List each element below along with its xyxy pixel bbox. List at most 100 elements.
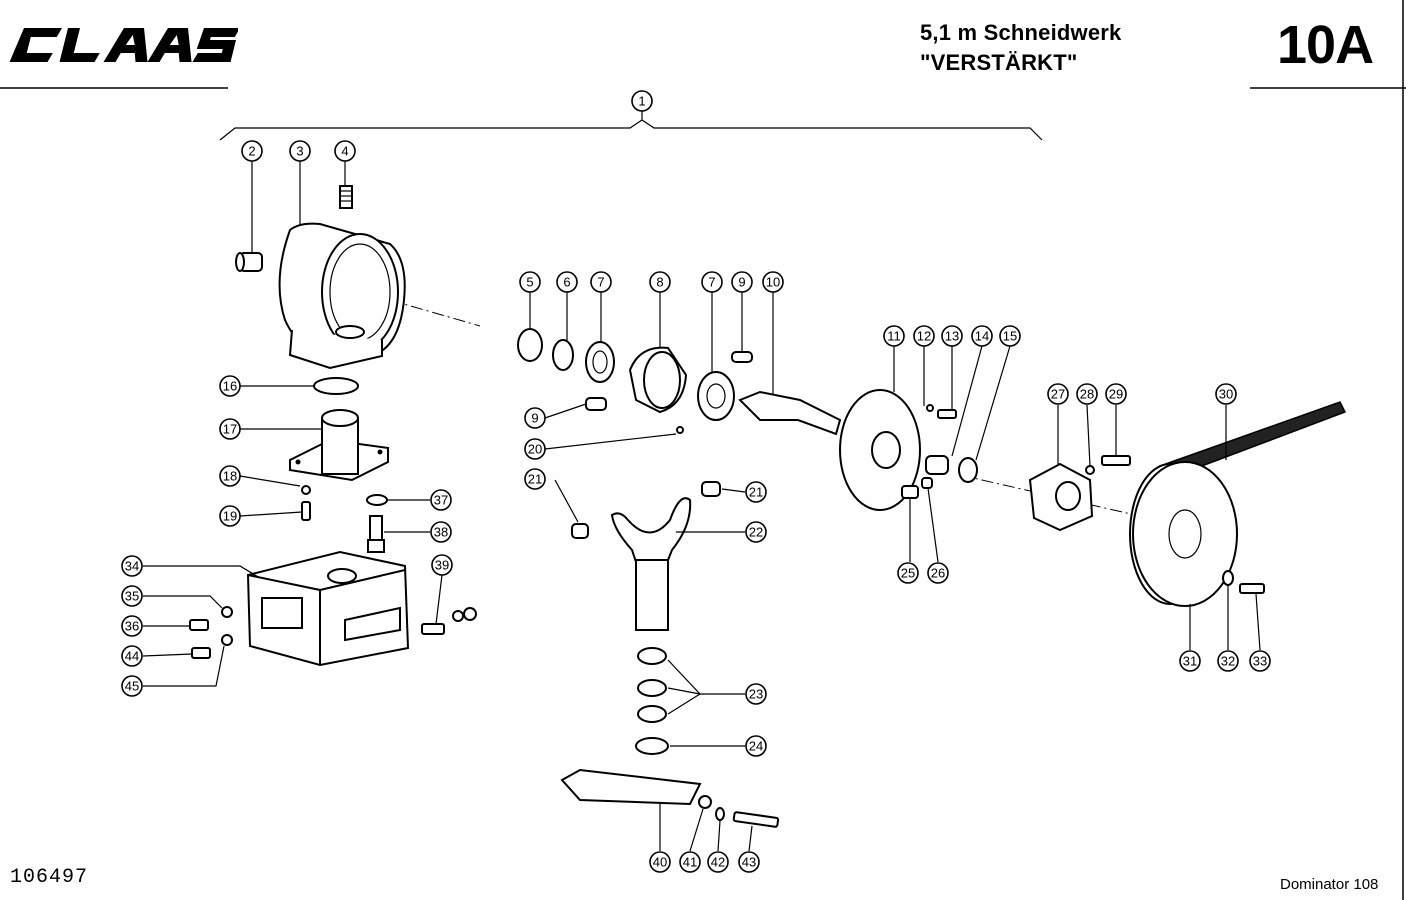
part-bushing-21a [571, 523, 589, 539]
svg-text:8: 8 [656, 275, 663, 290]
svg-text:21: 21 [528, 472, 542, 487]
part-bolt-small [301, 501, 311, 521]
callout-41: 41 [679, 851, 701, 873]
title-line-2: "VERSTÄRKT" [920, 50, 1078, 75]
svg-text:32: 32 [1221, 654, 1235, 669]
claas-logo [9, 28, 238, 62]
part-mounting-bracket [246, 550, 410, 667]
svg-text:9: 9 [738, 275, 745, 290]
callout-2: 2 [241, 140, 263, 162]
svg-text:39: 39 [435, 558, 449, 573]
svg-text:35: 35 [125, 589, 139, 604]
callout-36: 36 [121, 615, 143, 637]
callout-25: 25 [897, 562, 919, 584]
part-yoke-22 [610, 497, 692, 631]
svg-text:33: 33 [1253, 654, 1267, 669]
svg-text:20: 20 [528, 442, 542, 457]
callout-17: 17 [219, 418, 241, 440]
callout-21a: 21 [524, 468, 546, 490]
svg-text:31: 31 [1183, 654, 1197, 669]
callout-37: 37 [430, 489, 452, 511]
svg-text:24: 24 [749, 739, 763, 754]
assembly-bracket [219, 110, 1043, 141]
svg-text:25: 25 [901, 566, 915, 581]
svg-text:37: 37 [434, 493, 448, 508]
svg-text:2: 2 [248, 144, 255, 159]
callout-45: 45 [121, 675, 143, 697]
part-bolt-nut-39 [421, 607, 477, 635]
part-washer-45 [221, 634, 233, 646]
callout-5: 5 [519, 271, 541, 293]
part-flange-housing [289, 409, 389, 482]
callout-1: 1 [631, 90, 653, 112]
svg-text:5: 5 [526, 275, 533, 290]
callout-6: 6 [556, 271, 578, 293]
part-pin-9b [585, 397, 607, 411]
callout-27: 27 [1047, 383, 1069, 405]
svg-text:42: 42 [711, 855, 725, 870]
part-nut-41 [698, 795, 712, 809]
callout-9a: 9 [731, 271, 753, 293]
callout-24: 24 [745, 735, 767, 757]
svg-text:10: 10 [766, 275, 780, 290]
part-circlip-6 [552, 339, 574, 371]
callout-14: 14 [971, 325, 993, 347]
part-bearing-23 [637, 647, 667, 723]
callout-12: 12 [913, 325, 935, 347]
callout-23: 23 [745, 683, 767, 705]
part-washer-35 [221, 606, 233, 618]
callout-34: 34 [121, 555, 143, 577]
callout-13: 13 [941, 325, 963, 347]
svg-text:40: 40 [653, 855, 667, 870]
part-bolt-36 [189, 619, 209, 631]
drawing-number: 106497 [10, 866, 89, 889]
svg-text:29: 29 [1109, 387, 1123, 402]
part-pin-26 [921, 477, 933, 489]
callout-7a: 7 [590, 271, 612, 293]
callout-39: 39 [431, 554, 453, 576]
part-seal-15 [958, 457, 978, 483]
callout-38: 38 [430, 521, 452, 543]
svg-text:1: 1 [638, 94, 645, 109]
svg-text:7: 7 [708, 275, 715, 290]
callout-35: 35 [121, 585, 143, 607]
callout-44: 44 [121, 645, 143, 667]
title-line-1: 5,1 m Schneidwerk [920, 20, 1122, 45]
svg-text:36: 36 [125, 619, 139, 634]
part-needle-bushing [235, 252, 263, 272]
callout-19: 19 [219, 505, 241, 527]
part-pin-9a [731, 351, 753, 363]
model-name: Dominator 108 [1280, 876, 1379, 893]
svg-text:41: 41 [683, 855, 697, 870]
svg-text:21: 21 [749, 485, 763, 500]
callout-16: 16 [219, 375, 241, 397]
svg-text:44: 44 [125, 649, 139, 664]
callout-21b: 21 [745, 481, 767, 503]
svg-text:15: 15 [1003, 329, 1017, 344]
svg-text:12: 12 [917, 329, 931, 344]
svg-text:9: 9 [531, 411, 538, 426]
callout-31: 31 [1179, 650, 1201, 672]
svg-text:11: 11 [887, 329, 901, 344]
part-washer-42 [715, 807, 725, 821]
callout-28: 28 [1076, 383, 1098, 405]
part-flange-disc-11 [839, 389, 921, 511]
callout-18: 18 [219, 465, 241, 487]
svg-text:28: 28 [1080, 387, 1094, 402]
callout-42: 42 [707, 851, 729, 873]
svg-text:26: 26 [931, 566, 945, 581]
page-code: 10A [1277, 15, 1374, 75]
part-washer-32 [1222, 570, 1234, 586]
svg-text:17: 17 [223, 422, 237, 437]
svg-text:16: 16 [223, 379, 237, 394]
part-washer-37 [366, 494, 388, 506]
callout-26: 26 [927, 562, 949, 584]
part-bushing-14 [925, 455, 949, 475]
part-bolt-43 [732, 811, 780, 828]
callout-40: 40 [649, 851, 671, 873]
part-lever-40 [560, 768, 702, 806]
part-screw-38 [367, 515, 385, 553]
svg-text:23: 23 [749, 687, 763, 702]
part-washer-28 [1085, 465, 1095, 475]
